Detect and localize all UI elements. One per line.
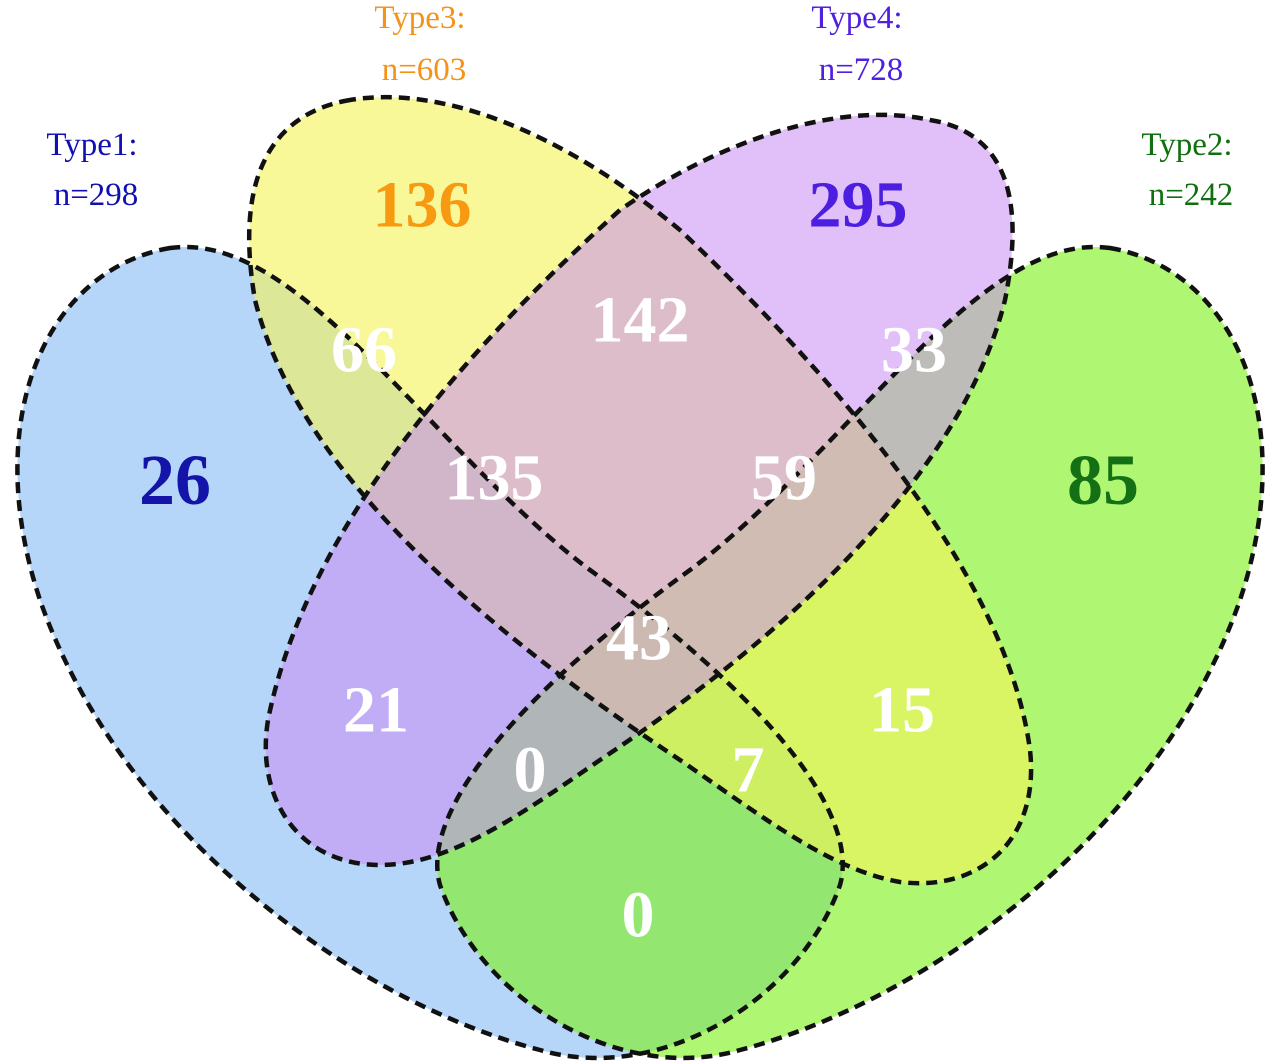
type4-label: Type4:	[811, 0, 902, 36]
region-all-four: 43	[606, 602, 672, 675]
type1-label: Type1:	[46, 127, 137, 163]
region-type1-type3-type4: 135	[445, 442, 544, 515]
region-only-type1: 26	[139, 440, 211, 520]
region-type1-type4: 21	[343, 674, 409, 747]
type1-count: n=298	[54, 177, 139, 213]
region-type1-type3: 66	[331, 314, 397, 387]
type3-count: n=603	[382, 52, 467, 88]
region-type1-type2: 0	[622, 879, 655, 952]
region-only-type4: 295	[809, 169, 908, 242]
type4-count: n=728	[819, 52, 904, 88]
region-type3-type4: 142	[591, 284, 690, 357]
region-type2-type4: 33	[881, 314, 947, 387]
set-labels: Type1: n=298 Type3: n=603 Type4: n=728 T…	[46, 0, 1233, 213]
type2-label: Type2:	[1141, 127, 1232, 163]
region-type2-type3: 15	[869, 674, 935, 747]
region-type1-type2-type4: 0	[514, 734, 547, 807]
region-type2-type3-type4: 59	[751, 442, 817, 515]
type2-count: n=242	[1149, 177, 1234, 213]
region-only-type2: 85	[1067, 440, 1139, 520]
region-counts: 26 136 295 85 66 142 33 135 59 43 21 15 …	[139, 169, 1139, 952]
region-only-type3: 136	[373, 169, 472, 242]
type3-label: Type3:	[374, 0, 465, 36]
region-type1-type2-type3: 7	[732, 734, 765, 807]
